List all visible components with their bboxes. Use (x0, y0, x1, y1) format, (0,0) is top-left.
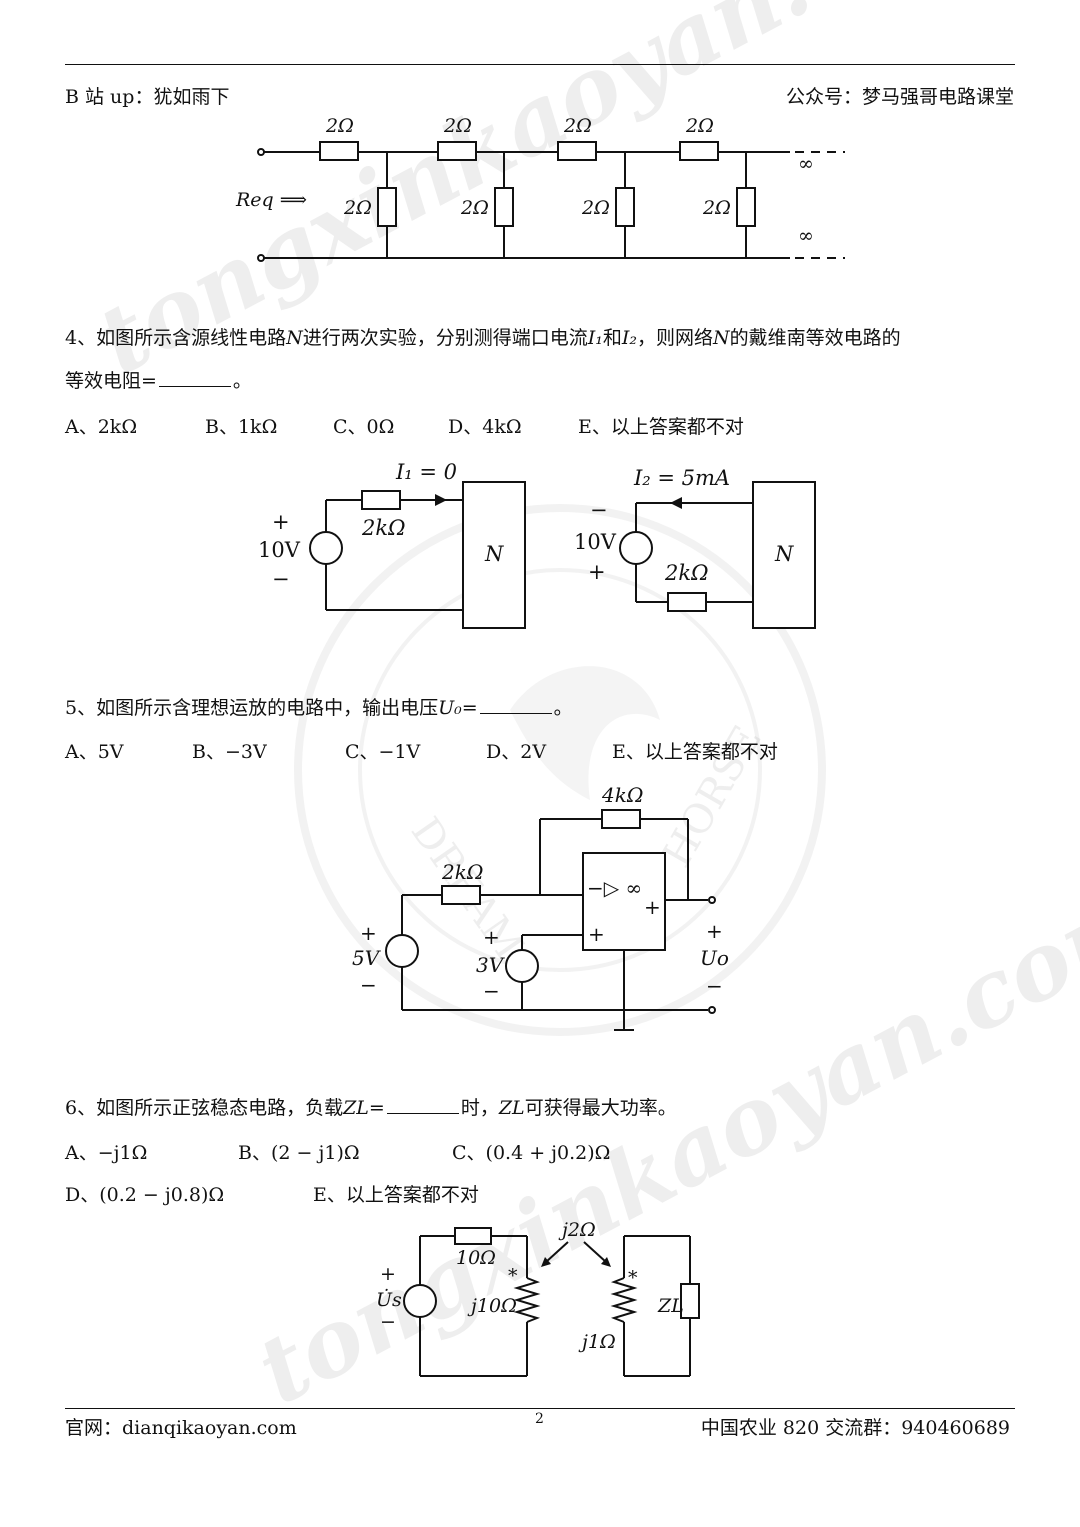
footer-website: 官网：dianqikaoyan.com (65, 1417, 297, 1439)
q5-option-b: B、−3V (192, 741, 267, 763)
q4-option-c: C、0Ω (333, 416, 395, 438)
ladder-label-p1: 2Ω (343, 197, 372, 219)
q5-option-a: A、5V (65, 741, 124, 763)
q5-source1-minus: − (360, 973, 377, 997)
ladder-network-figure: 2Ω 2Ω 2Ω 2Ω 2Ω 2Ω 2Ω 2Ω Req ⟹ ∞ ∞ (235, 115, 845, 262)
q5-source2-minus: − (483, 979, 500, 1003)
q6-load-label: ZL (657, 1295, 684, 1317)
ladder-infinity-top: ∞ (798, 153, 814, 175)
q5-option-e: E、以上答案都不对 (612, 741, 778, 763)
q6-transformer-figure: 10Ω j2Ω j10Ω j1Ω ZL * * + U̇s − (376, 1222, 700, 1377)
q4-option-e: E、以上答案都不对 (578, 416, 744, 438)
ladder-label-p4: 2Ω (702, 197, 731, 219)
q4-fig1-resistor: 2kΩ (361, 516, 406, 540)
q5-option-d: D、2V (486, 741, 547, 763)
ladder-label-p2: 2Ω (460, 197, 489, 219)
q4-fig2-minus: − (590, 498, 608, 522)
q4-option-b: B、1kΩ (205, 416, 278, 438)
q6-option-b: B、(2 − j1)Ω (238, 1142, 360, 1164)
q5-opamp-out-plus: + (644, 895, 661, 919)
q4-fig2-current: I₂ = 5mA (633, 466, 730, 490)
q4-option-d: D、4kΩ (448, 416, 522, 438)
q4-fig1-plus: + (272, 510, 290, 534)
q5-feedback-resistor: 4kΩ (601, 783, 643, 807)
q5-text: 5、如图所示含理想运放的电路中，输出电压U₀=。 (65, 695, 573, 719)
q4-fig2-resistor: 2kΩ (664, 561, 709, 585)
q5-answer-blank (479, 695, 552, 714)
q4-text-line1: 4、如图所示含源线性电路N进行两次实验，分别测得端口电流I₁和I₂，则网络N的戴… (65, 327, 901, 349)
q6-answer-blank (386, 1095, 459, 1114)
ladder-label-s2: 2Ω (443, 115, 472, 137)
ladder-label-p3: 2Ω (581, 197, 610, 219)
q6-l2-label: j1Ω (578, 1331, 616, 1353)
q6-mutual-label: j2Ω (558, 1222, 596, 1241)
footer-page-number: 2 (535, 1411, 544, 1427)
q6-dot-primary: * (508, 1265, 518, 1287)
q6-dot-secondary: * (628, 1267, 638, 1289)
q4-fig1-current: I₁ = 0 (395, 460, 457, 484)
footer-group: 中国农业 820 交流群：940460689 (700, 1417, 1010, 1439)
q5-opamp-symbol: −▷ ∞ (587, 876, 642, 900)
ladder-infinity-bottom: ∞ (798, 225, 814, 247)
ladder-req-label: Req ⟹ (235, 189, 307, 211)
ladder-label-s1: 2Ω (325, 115, 354, 137)
header-rule (65, 64, 1015, 65)
header-left: B 站 up：犹如雨下 (65, 86, 230, 108)
q5-source2-value: 3V (476, 953, 506, 977)
q6-option-e: E、以上答案都不对 (313, 1184, 479, 1206)
q6-source-plus: + (380, 1263, 396, 1285)
ladder-label-s4: 2Ω (685, 115, 714, 137)
q4-text-line2: 等效电阻=。 (65, 368, 252, 392)
q5-source2-plus: + (483, 925, 500, 949)
q5-opamp-in-plus: + (588, 922, 605, 946)
q4-fig2-network: N (774, 542, 794, 566)
footer-rule (65, 1408, 1015, 1409)
q5-output-minus: − (706, 974, 723, 998)
q4-fig2-source: 10V (574, 530, 617, 554)
q5-output-plus: + (706, 919, 723, 943)
q5-input-resistor: 2kΩ (441, 860, 483, 884)
q4-fig1-network: N (484, 542, 504, 566)
q6-resistor-label: 10Ω (456, 1247, 496, 1269)
q4-figure: I₁ = 0 2kΩ + 10V − N I₂ = 5mA 2kΩ − 10V … (258, 460, 816, 629)
q4-answer-blank (158, 368, 231, 387)
q6-option-d: D、(0.2 − j0.8)Ω (65, 1184, 225, 1206)
q5-source1-value: 5V (352, 946, 382, 970)
q4-fig1-minus: − (272, 567, 290, 591)
q5-option-c: C、−1V (345, 741, 421, 763)
q4-option-a: A、2kΩ (65, 416, 138, 438)
ladder-label-s3: 2Ω (563, 115, 592, 137)
q5-opamp-figure: 4kΩ 2kΩ −▷ ∞ + + + 5V − + 3V − + Uo − (352, 783, 729, 1031)
q6-option-a: A、−j1Ω (65, 1142, 148, 1164)
q6-source-minus: − (380, 1311, 396, 1333)
q5-source1-plus: + (360, 921, 377, 945)
q5-output-label: Uo (700, 946, 729, 970)
q6-text: 6、如图所示正弦稳态电路，负载ZL=时，ZL可获得最大功率。 (65, 1095, 677, 1119)
header-right: 公众号：梦马强哥电路课堂 (785, 86, 1014, 108)
q6-source-label: U̇s (376, 1289, 402, 1311)
q6-l1-label: j10Ω (467, 1295, 517, 1317)
q4-fig1-source: 10V (258, 538, 301, 562)
q4-fig2-plus: + (588, 560, 606, 584)
q6-option-c: C、(0.4 + j0.2)Ω (452, 1142, 611, 1164)
